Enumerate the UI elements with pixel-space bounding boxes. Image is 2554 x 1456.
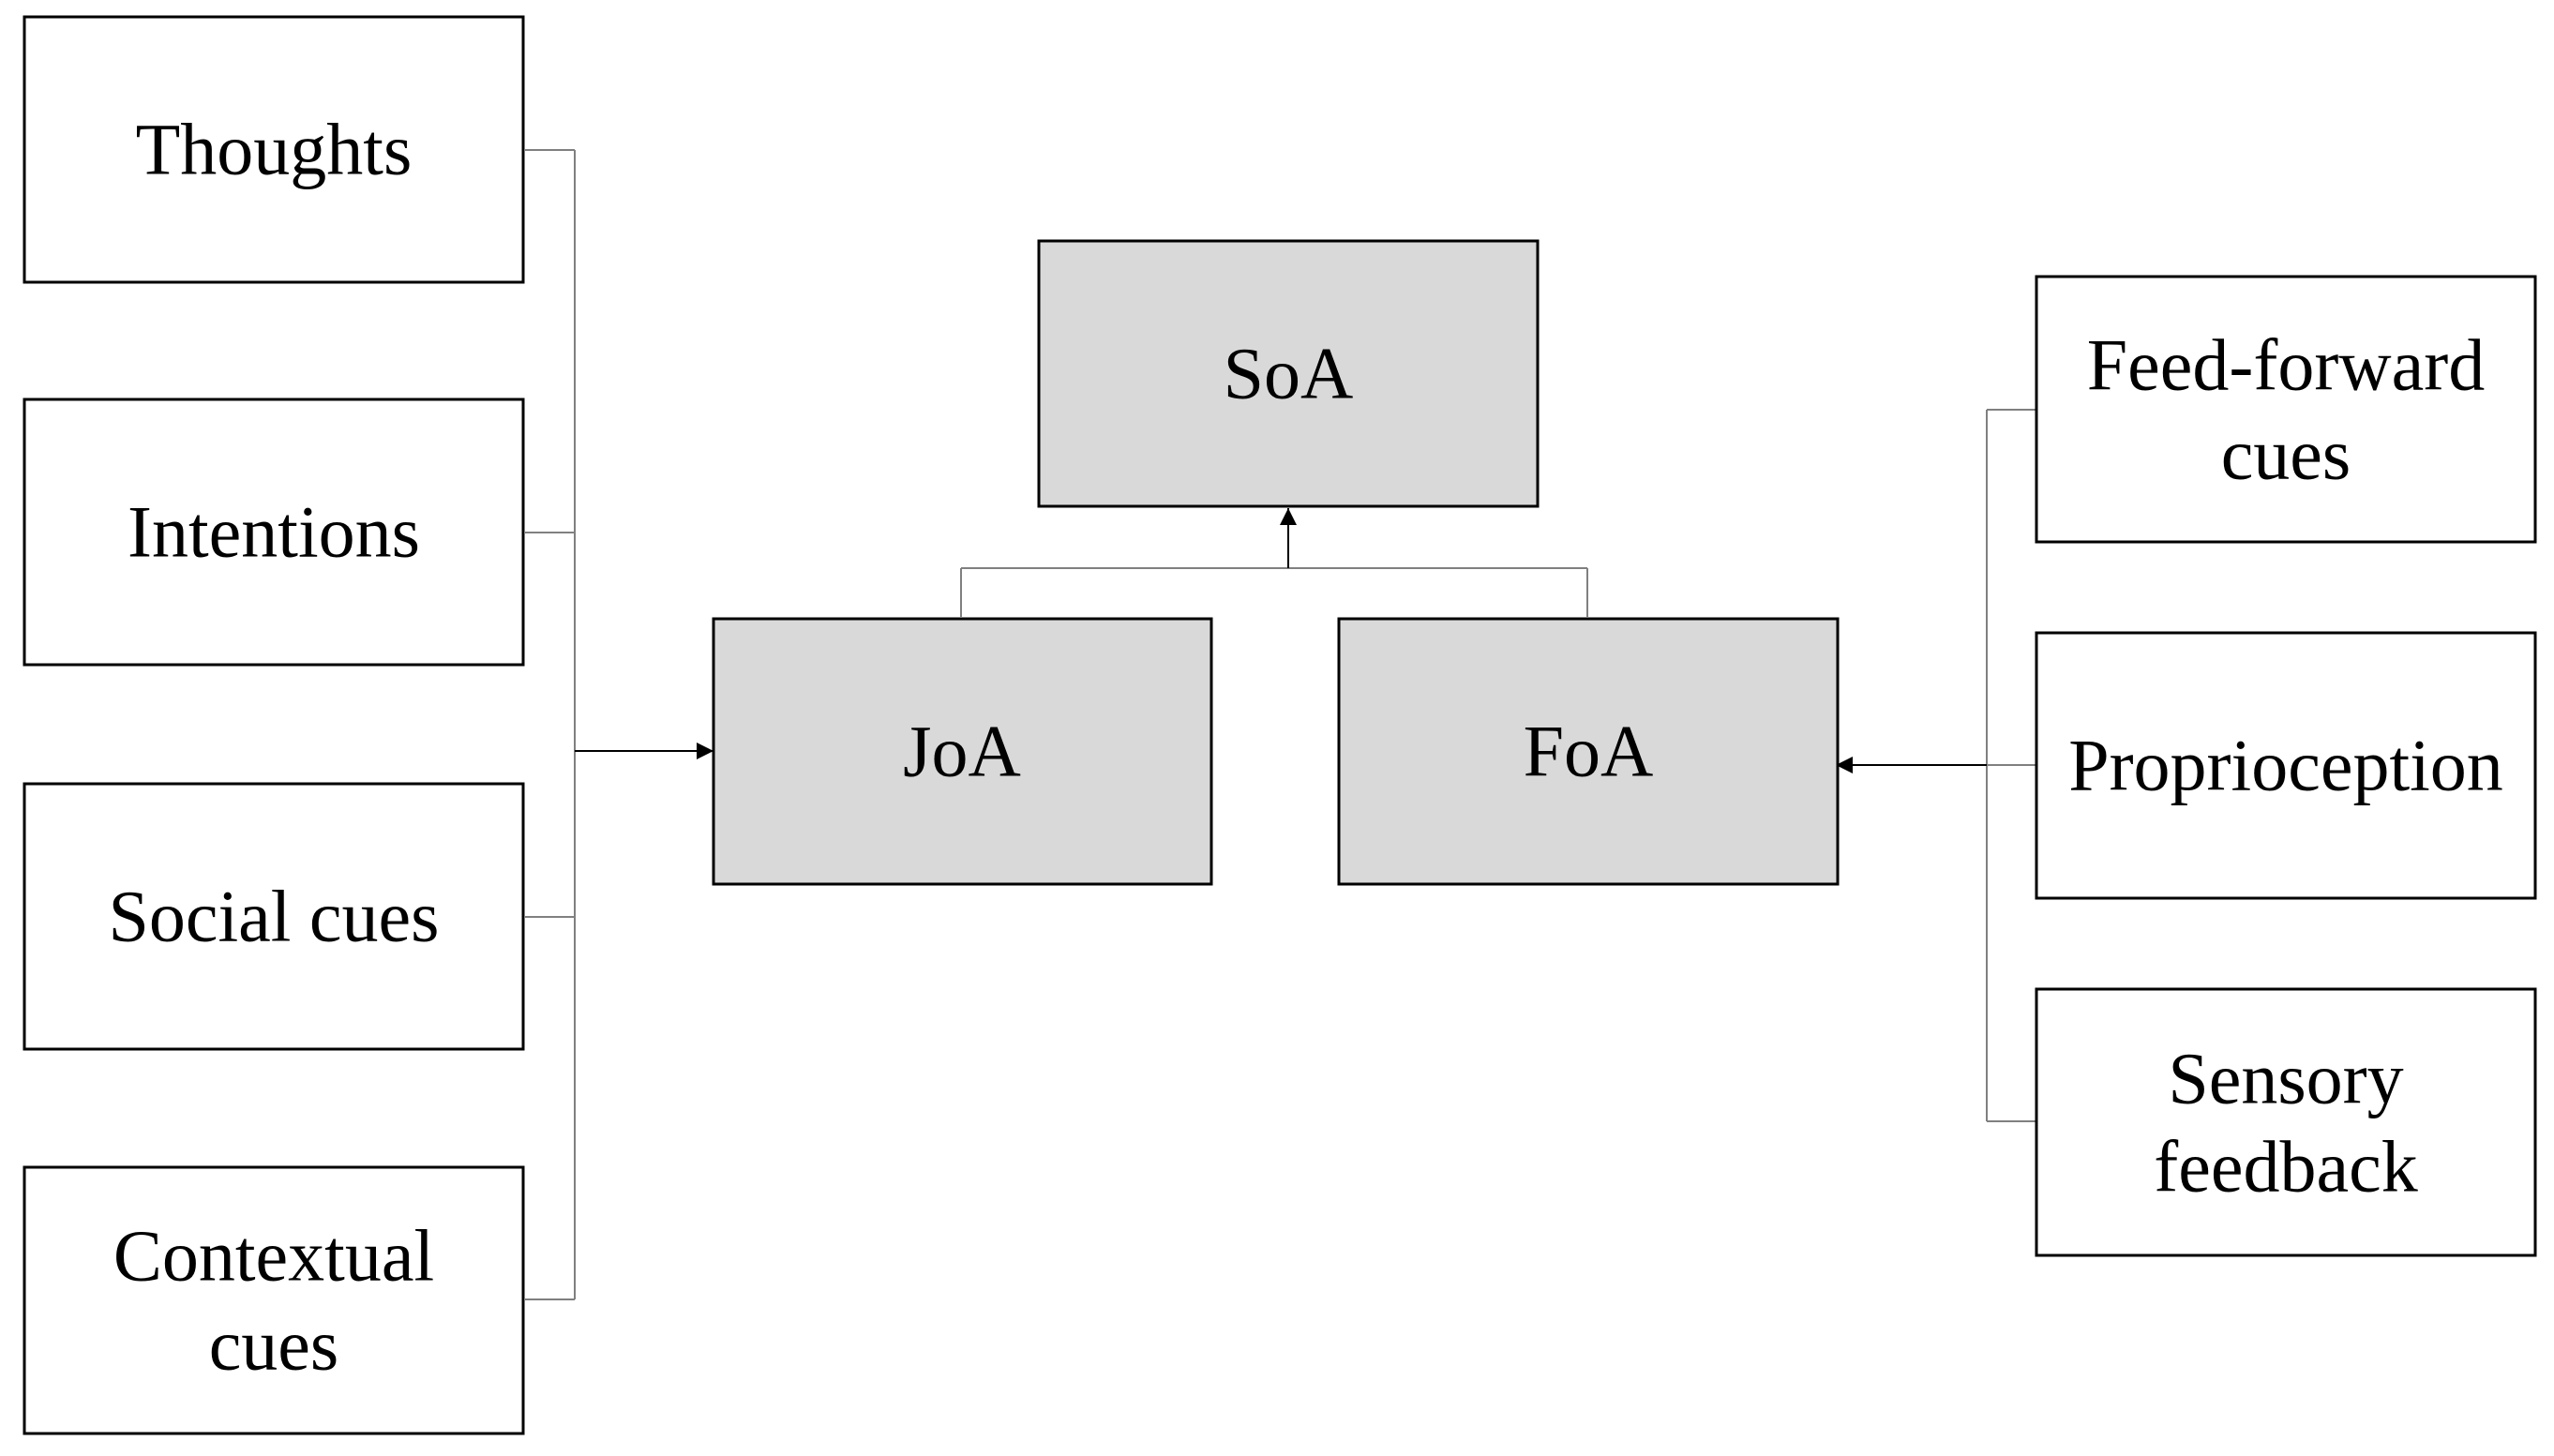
joa-box-rect: [712, 617, 1213, 886]
foa-box: FoA: [1337, 617, 1840, 886]
proprioception-box: Proprioception: [2035, 631, 2537, 900]
right-connectors: [1986, 409, 2036, 1122]
feed-forward-cues-box-rect: [2035, 275, 2537, 544]
thoughts-box: Thoughts: [23, 15, 525, 284]
sensory-feedback-box-rect: [2035, 987, 2537, 1257]
sensory-feedback-label-line-1: Sensory: [2168, 1038, 2403, 1119]
social-cues-box-rect: [23, 782, 525, 1051]
foa-label: FoA: [1524, 711, 1654, 792]
soa-label: SoA: [1224, 333, 1354, 414]
proprioception-box-rect: [2035, 631, 2537, 900]
intentions-box-rect: [23, 398, 525, 667]
foa-box-rect: [1337, 617, 1840, 886]
left-connectors: [525, 149, 576, 1300]
soa-box-rect: [1037, 239, 1540, 508]
contextual-cues-box-rect: [23, 1165, 525, 1435]
center-connectors: [960, 567, 1588, 617]
feed-forward-cues-label-line-2: cues: [2221, 413, 2351, 495]
sensory-feedback-label-line-2: feedback: [2154, 1126, 2417, 1208]
sensory-feedback-box: Sensory feedback: [2035, 987, 2537, 1257]
social-cues-box: Social cues: [23, 782, 525, 1051]
feed-forward-cues-box: Feed-forward cues: [2035, 275, 2537, 544]
feed-forward-cues-label-line-1: Feed-forward: [2087, 324, 2485, 406]
joa-box: JoA: [712, 617, 1213, 886]
contextual-cues-label-line-2: cues: [209, 1304, 339, 1386]
intentions-box: Intentions: [23, 398, 525, 667]
soa-box: SoA: [1037, 239, 1540, 508]
thoughts-label: Thoughts: [136, 109, 413, 190]
joa-label: JoA: [903, 711, 1021, 792]
thoughts-box-rect: [23, 15, 525, 284]
social-cues-label: Social cues: [108, 876, 439, 957]
contextual-cues-label-line-1: Contextual: [113, 1215, 434, 1297]
contextual-cues-box: Contextual cues: [23, 1165, 525, 1435]
proprioception-label: Proprioception: [2068, 725, 2503, 806]
intentions-label: Intentions: [128, 491, 420, 573]
